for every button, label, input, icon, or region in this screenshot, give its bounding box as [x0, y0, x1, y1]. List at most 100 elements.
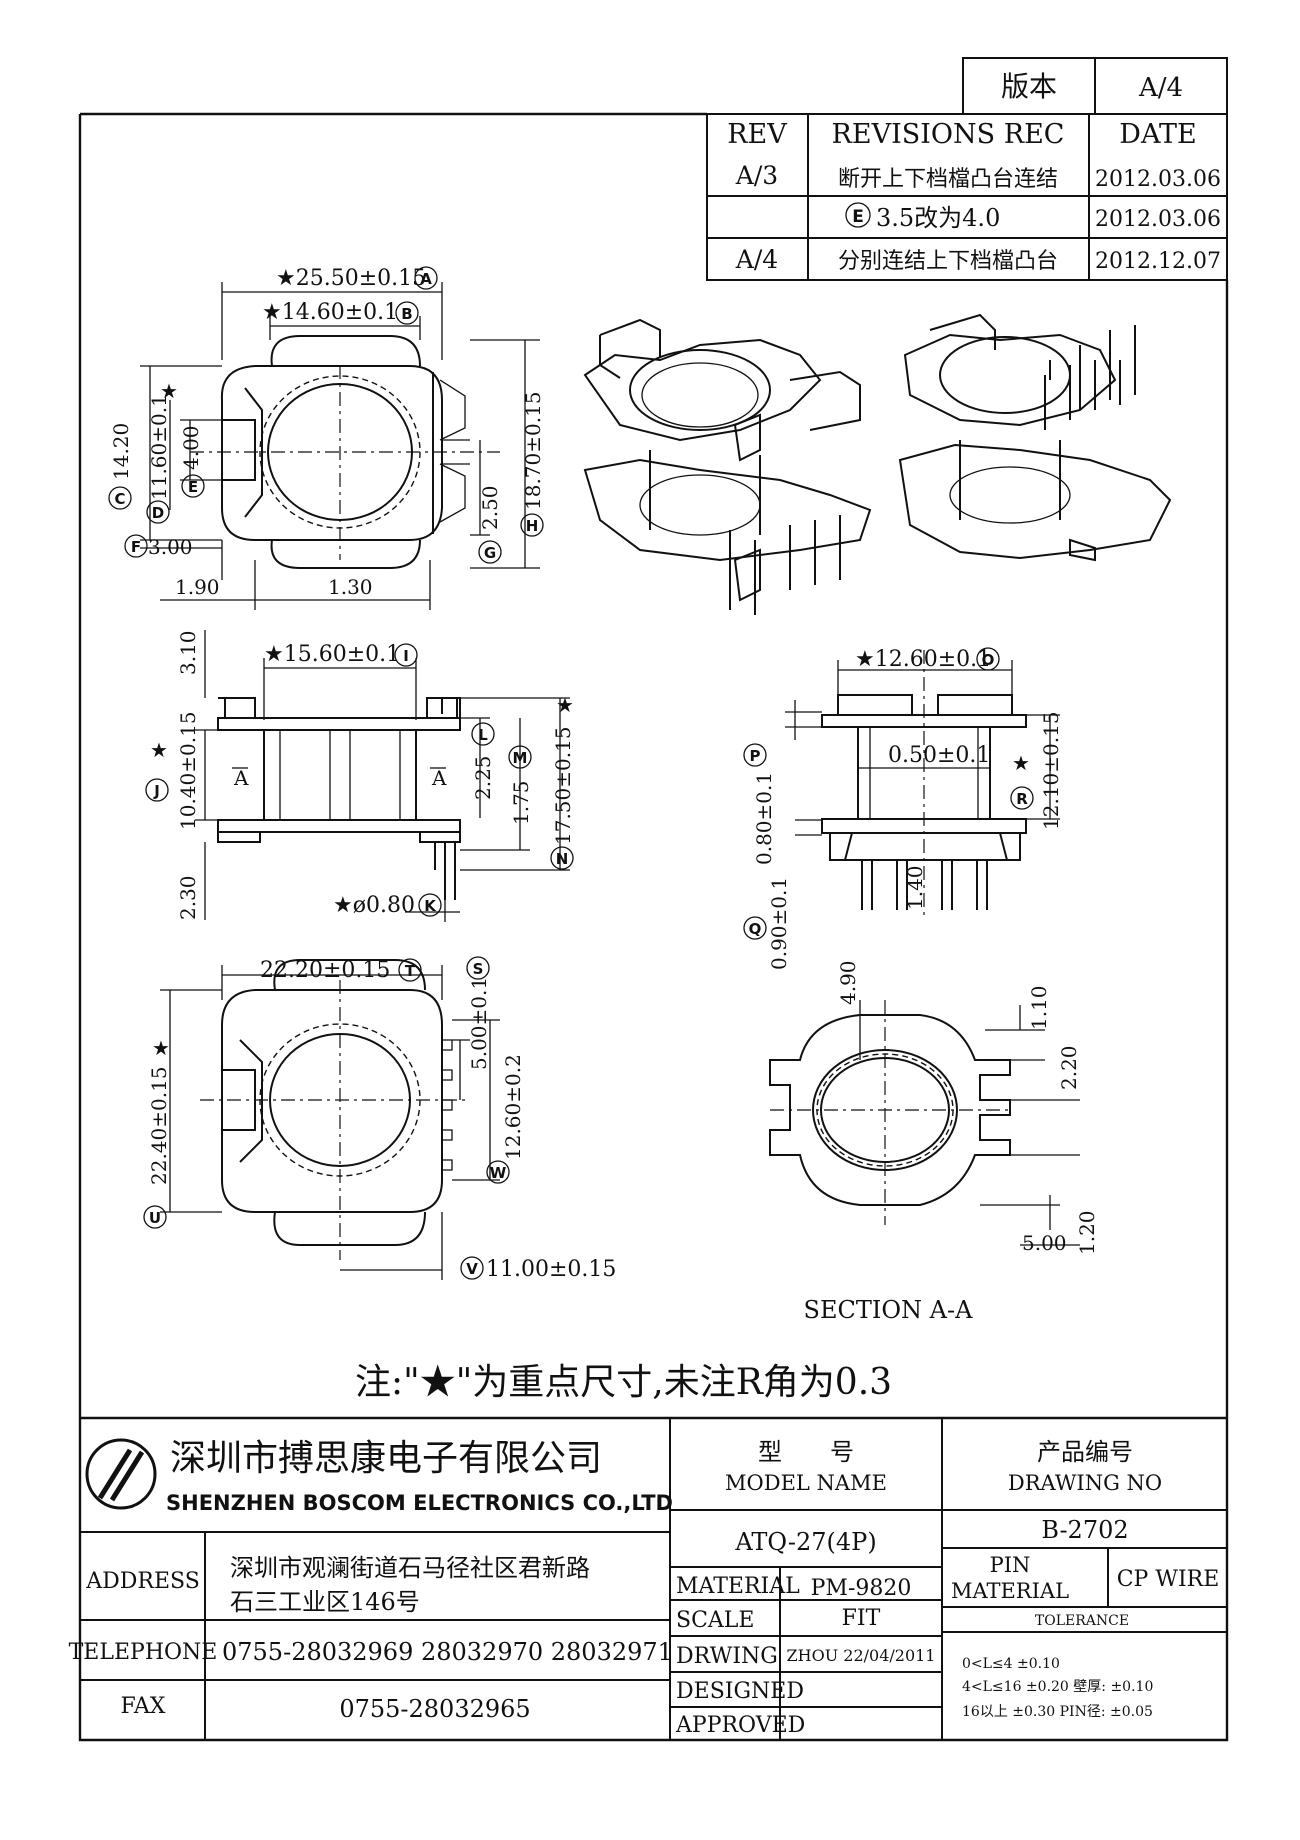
star-R: ★ — [1012, 751, 1030, 775]
dim-O: ★12.60±0.1 — [855, 647, 991, 672]
dim-B: ★14.60±0.1 — [262, 300, 398, 325]
dim-A: ★25.50±0.15 — [276, 266, 426, 291]
mark-D: D — [152, 504, 164, 522]
telephone-value: 0755-28032969 28032970 28032971 — [222, 1638, 673, 1666]
rev-row2-date: 2012.03.06 — [1095, 207, 1221, 232]
dim-230: 2.30 — [176, 875, 200, 920]
mark-G: G — [484, 544, 496, 562]
model-value: ATQ-27(4P) — [734, 1528, 876, 1556]
dim-J: 10.40±0.15 — [176, 711, 200, 830]
version-value: A/4 — [1138, 73, 1183, 103]
dim-220: 2.20 — [1057, 1045, 1081, 1090]
dim-110: 1.10 — [1027, 985, 1051, 1030]
star-J: ★ — [150, 738, 168, 762]
dim-W: 12.60±0.2 — [501, 1054, 525, 1160]
section-caption: SECTION A-A — [804, 1296, 974, 1324]
rev-row2-mark: E — [852, 207, 864, 227]
rev-row2-rec: 3.5改为4.0 — [876, 204, 1000, 232]
tolerance-line-1: 0<L≤4 ±0.10 — [962, 1656, 1060, 1672]
tolerance-label: TOLERANCE — [1035, 1613, 1129, 1629]
dim-N: 17.50±0.15 — [551, 726, 575, 845]
star-N: ★ — [556, 693, 574, 717]
dim-L: 2.25 — [471, 755, 495, 800]
material-label: MATERIAL — [676, 1574, 800, 1599]
mark-U: U — [149, 1209, 161, 1227]
company-name-en: SHENZHEN BOSCOM ELECTRONICS CO.,LTD — [166, 1491, 673, 1515]
telephone-label: TELEPHONE — [69, 1640, 218, 1665]
dim-490: 4.90 — [836, 960, 860, 1005]
drawing-no-value: B-2702 — [1041, 1516, 1128, 1544]
dim-I: ★15.60±0.1 — [264, 642, 400, 667]
dim-T: 22.20±0.15 — [260, 958, 390, 983]
mark-I: I — [403, 647, 409, 665]
pin-material-value: CP WIRE — [1117, 1567, 1220, 1592]
mark-H: H — [526, 517, 539, 535]
dim-R: 12.10±0.15 — [1039, 711, 1063, 830]
dim-P: 0.80±0.1 — [752, 772, 776, 865]
date-header: DATE — [1119, 119, 1196, 150]
drawing-no-label-en: DRAWING NO — [1008, 1471, 1162, 1495]
scale-label: SCALE — [676, 1608, 754, 1633]
approved-label: APPROVED — [675, 1713, 805, 1738]
mark-W: W — [490, 1164, 507, 1182]
dim-D: 11.60±0.1 — [147, 394, 171, 500]
dim-140: 1.40 — [903, 865, 927, 910]
revision-table: 版本 A/4 REV REVISIONS REC DATE A/3 断开上下档檔… — [706, 57, 1228, 281]
tolerance-line-2: 4<L≤16 ±0.20 壁厚: ±0.10 — [962, 1679, 1153, 1695]
rev-row3-rev: A/4 — [735, 245, 778, 274]
drawing-frame — [78, 112, 1229, 1742]
drwing-label: DRWING — [676, 1644, 778, 1669]
company-logo — [85, 1438, 157, 1510]
dim-H: 18.70±0.15 — [521, 391, 545, 510]
dim-190: 1.90 — [175, 575, 220, 599]
version-label: 版本 — [1001, 70, 1057, 103]
scale-value: FIT — [842, 1606, 881, 1631]
rev-row1-rec: 断开上下档檔凸台连结 — [838, 167, 1058, 192]
rec-header: REVISIONS REC — [832, 119, 1065, 150]
mark-O: O — [982, 651, 995, 669]
pin-material-label-2: MATERIAL — [951, 1579, 1069, 1603]
mark-T: T — [405, 962, 416, 980]
top-view: ★25.50±0.15 A ★14.60±0.1 B 14.20 C 11.60… — [108, 266, 545, 610]
mark-K: K — [424, 897, 437, 915]
mark-P: P — [750, 747, 761, 765]
fax-label: FAX — [121, 1694, 166, 1719]
bottom-view: 22.20±0.15 T 22.40±0.15 ★ U V 11.00±0.15… — [143, 956, 616, 1282]
dim-E: 4.00 — [179, 425, 203, 470]
mark-L: L — [478, 726, 488, 744]
dim-U: 22.40±0.15 — [147, 1066, 171, 1185]
mark-S: S — [473, 960, 484, 978]
mark-Q: Q — [749, 920, 762, 938]
dim-C: 14.20 — [109, 423, 133, 480]
star-U: ★ — [152, 1036, 170, 1060]
designed-label: DESIGNED — [676, 1679, 804, 1704]
dim-130: 1.30 — [328, 575, 373, 599]
isometric-view-left — [583, 318, 872, 615]
note-text: 注:"★"为重点尺寸,未注R角为0.3 — [355, 1362, 892, 1403]
rev-row3-rec: 分别连结上下档檔凸台 — [838, 249, 1058, 274]
dim-F: 3.00 — [148, 535, 193, 559]
dim-500: 5.00 — [1022, 1231, 1067, 1255]
title-block: 深圳市搏思康电子有限公司 SHENZHEN BOSCOM ELECTRONICS… — [69, 1418, 1227, 1740]
pin-material-label-1: PIN — [990, 1553, 1031, 1577]
mark-V: V — [466, 1260, 478, 1278]
isometric-view-right — [898, 313, 1172, 562]
dim-M: 1.75 — [509, 780, 533, 825]
material-value: PM-9820 — [811, 1576, 912, 1601]
model-label-cn: 型 号 — [758, 1438, 854, 1466]
mark-J: J — [153, 782, 160, 800]
star-D: ★ — [160, 379, 178, 403]
rev-row1-date: 2012.03.06 — [1095, 167, 1221, 192]
address-line1: 深圳市观澜街道石马径社区君新路 — [230, 1554, 590, 1582]
rev-header: REV — [727, 119, 787, 150]
mark-B: B — [401, 305, 412, 323]
rev-row2-mark-circle — [845, 202, 871, 228]
mark-N: N — [556, 850, 569, 868]
dim-120: 1.20 — [1075, 1210, 1099, 1255]
side-view: ★12.60±0.1 O 0.50±0.1 P 0.80±0.1 Q 0.90±… — [743, 647, 1063, 970]
model-label-en: MODEL NAME — [725, 1471, 887, 1495]
dim-K: ★ø0.80 — [333, 893, 415, 918]
rev-row1-rev: A/3 — [735, 161, 778, 190]
mark-M: M — [513, 749, 528, 767]
